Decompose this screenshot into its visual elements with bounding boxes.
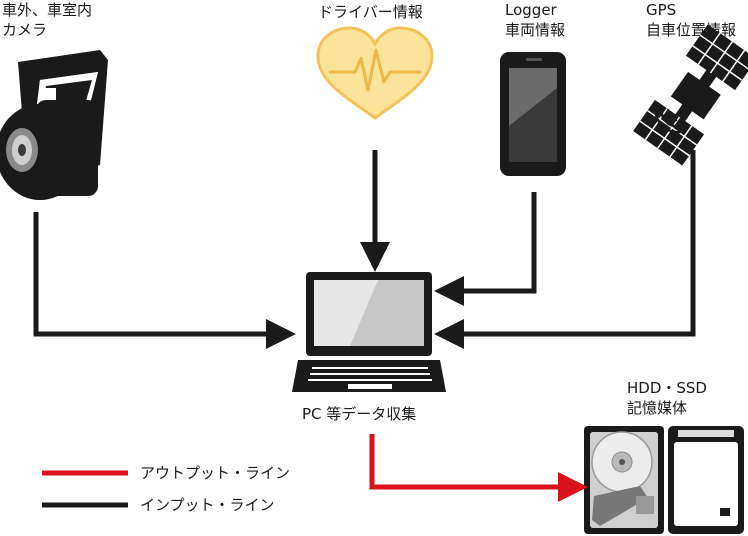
- pc-label: PC 等データ収集: [302, 405, 417, 423]
- legend-input-label: インプット・ライン: [140, 496, 275, 514]
- camera-label: 車外、車室内 カメラ: [2, 0, 92, 40]
- storage-label-line1: HDD・SSD: [627, 379, 707, 397]
- camera-label-line2: カメラ: [2, 21, 48, 39]
- output-line-storage: [369, 434, 588, 502]
- storage-label-line2: 記憶媒体: [627, 399, 688, 417]
- input-line-gps: [434, 150, 696, 349]
- logger-label-line1: Logger: [505, 1, 557, 19]
- heart-icon: [316, 26, 434, 120]
- logger-label-line2: 車両情報: [505, 21, 566, 39]
- storage-label: HDD・SSD 記憶媒体: [627, 378, 707, 418]
- driver-label-line1: ドライバー情報: [318, 3, 423, 21]
- ssd-icon: [668, 426, 744, 534]
- gps-label-line1: GPS: [646, 1, 677, 19]
- signal-waves-icon: [654, 104, 682, 134]
- input-line-logger: [434, 192, 537, 306]
- laptop-icon: [292, 272, 446, 392]
- legend-output-label: アウトプット・ライン: [140, 464, 291, 482]
- smartphone-icon: [500, 52, 566, 176]
- logger-label: Logger 車両情報: [505, 0, 565, 40]
- hdd-icon: [584, 426, 664, 534]
- driver-label: ドライバー情報: [318, 2, 423, 22]
- satellite-icon: [633, 24, 748, 166]
- camera-icon: [0, 50, 108, 200]
- camera-label-line1: 車外、車室内: [2, 1, 93, 19]
- input-line-camera: [33, 212, 296, 349]
